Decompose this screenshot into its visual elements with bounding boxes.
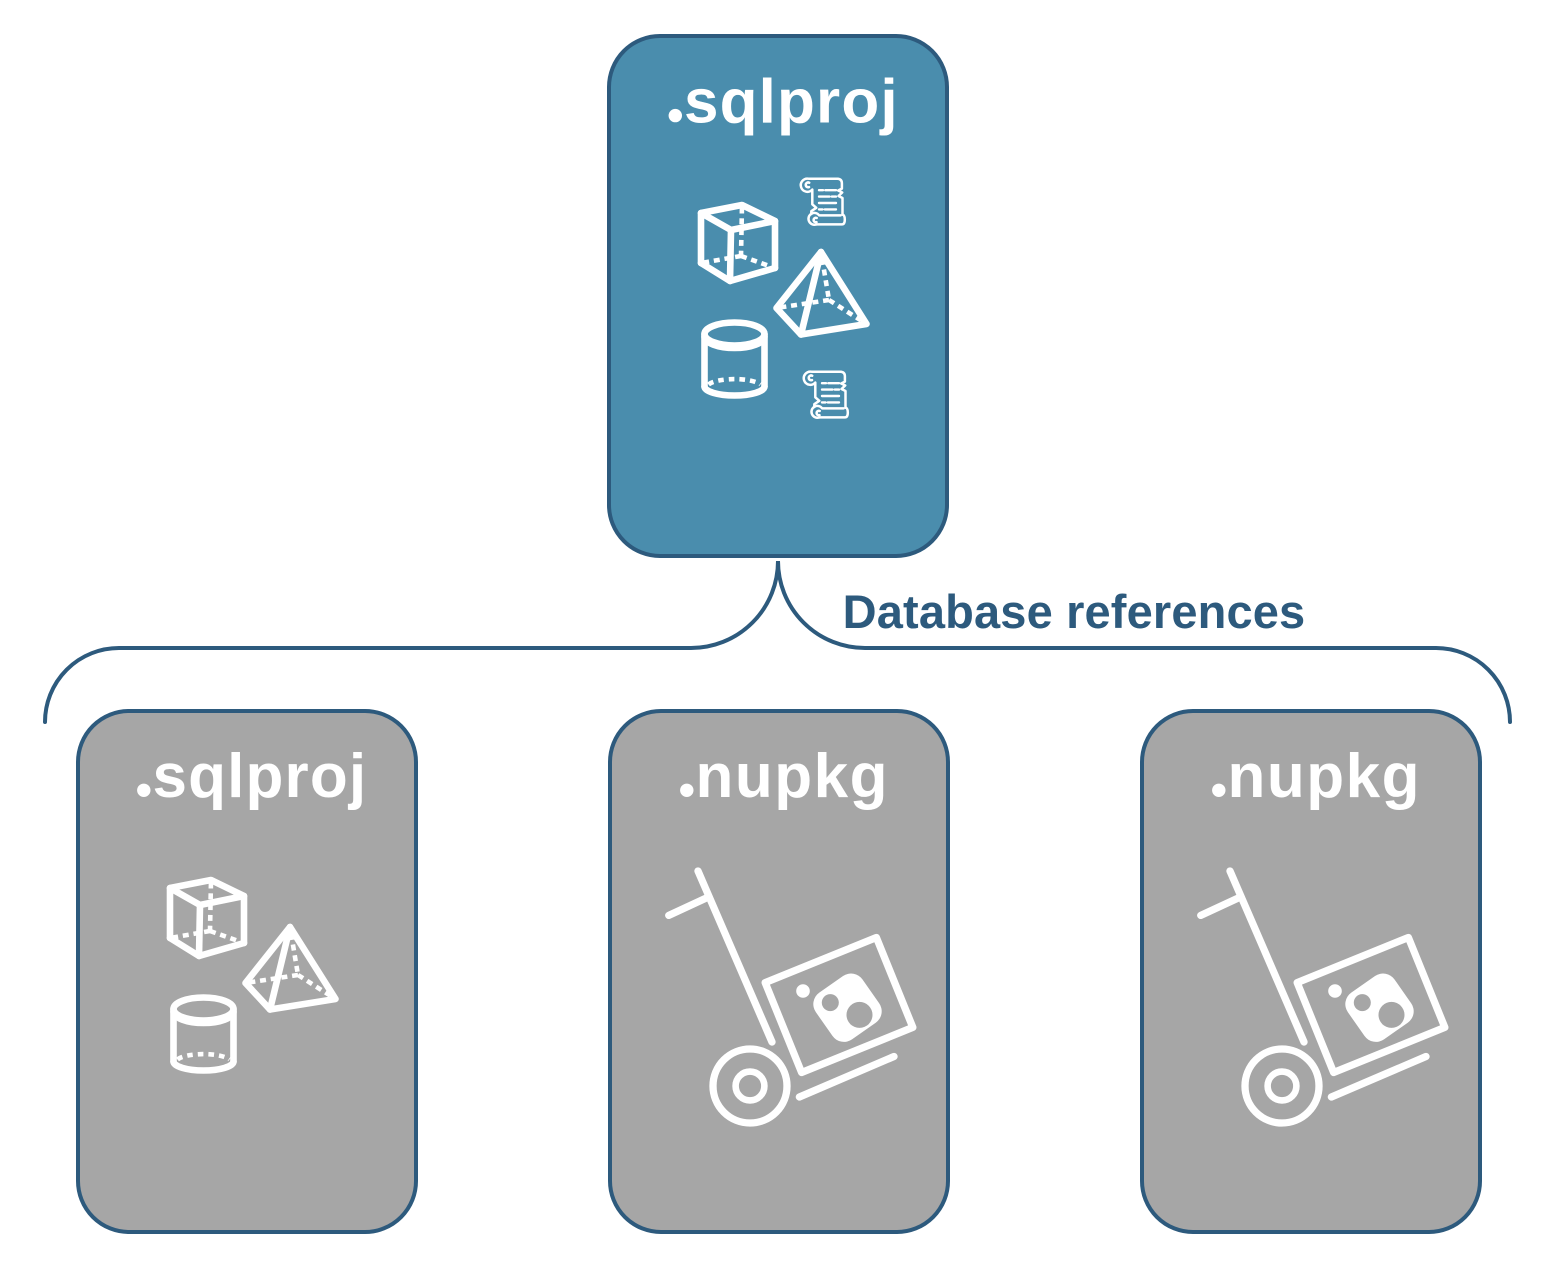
svg-text:sqlproj: sqlproj (684, 67, 899, 136)
svg-text:nupkg: nupkg (696, 742, 889, 811)
svg-text:Database references: Database references (843, 585, 1306, 638)
svg-text:nupkg: nupkg (1228, 742, 1421, 811)
svg-text:sqlproj: sqlproj (153, 742, 368, 811)
